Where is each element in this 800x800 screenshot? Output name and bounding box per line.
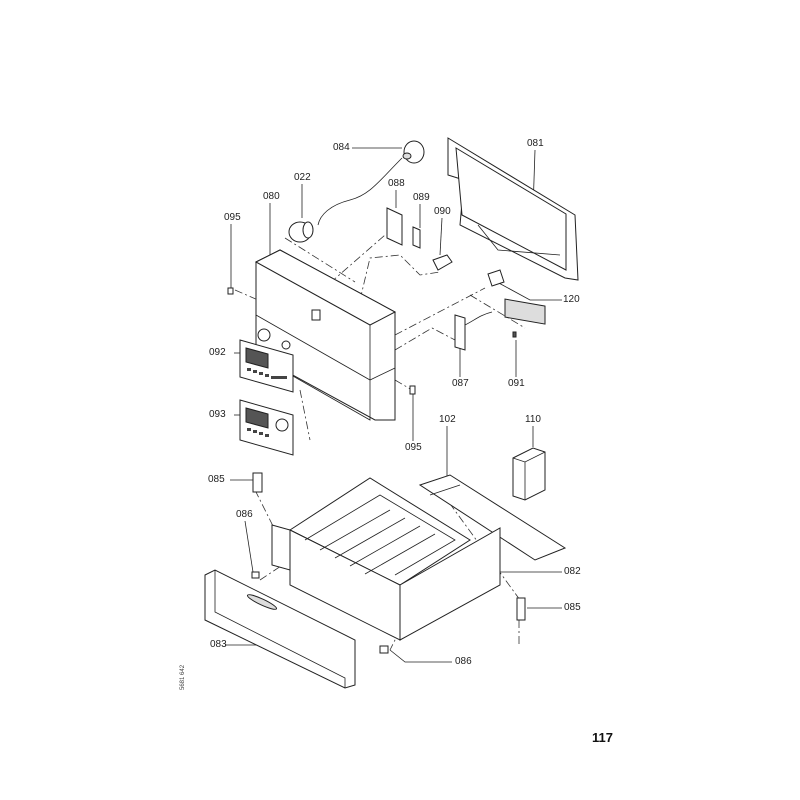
label-085-left: 085 <box>208 474 225 485</box>
label-083: 083 <box>210 639 227 650</box>
part-110-module <box>512 447 546 501</box>
label-087: 087 <box>452 378 469 389</box>
label-091: 091 <box>508 378 525 389</box>
label-084: 084 <box>333 142 350 153</box>
part-091-fuse <box>512 331 517 338</box>
label-095-top: 095 <box>224 212 241 223</box>
part-090-connector <box>432 254 453 271</box>
label-093: 093 <box>209 409 226 420</box>
label-082: 082 <box>564 566 581 577</box>
label-120: 120 <box>563 294 580 305</box>
part-083-front-cover <box>204 569 356 689</box>
page-number: 117 <box>592 730 613 745</box>
part-089-board <box>412 226 421 249</box>
drawing-code: 5681 642 <box>180 664 186 690</box>
label-088: 088 <box>388 178 405 189</box>
part-086-clip-left <box>251 571 260 579</box>
part-082-base-frame <box>271 477 501 641</box>
label-081: 081 <box>527 138 544 149</box>
part-086-clip-right <box>379 645 389 654</box>
label-022: 022 <box>294 172 311 183</box>
part-095-clip-bottom <box>409 385 416 395</box>
label-102: 102 <box>439 414 456 425</box>
part-093-control-panel <box>239 399 294 456</box>
label-086-left: 086 <box>236 509 253 520</box>
label-085-right: 085 <box>564 602 581 613</box>
label-095-bottom: 095 <box>405 442 422 453</box>
label-090: 090 <box>434 206 451 217</box>
label-092: 092 <box>209 347 226 358</box>
part-088-board <box>386 207 403 246</box>
part-120-connector <box>487 269 505 287</box>
part-084-sensor <box>317 140 425 226</box>
label-086-right: 086 <box>455 656 472 667</box>
part-092-control-panel <box>239 339 294 393</box>
part-085-hinge-left <box>252 472 263 493</box>
part-081-back-cover <box>447 137 579 325</box>
part-087-cable-board <box>454 311 493 351</box>
part-022-sensor <box>288 221 314 243</box>
label-110: 110 <box>525 414 541 425</box>
part-085-hinge-right <box>516 597 526 621</box>
label-080: 080 <box>263 191 280 202</box>
part-080-control-housing <box>254 249 397 421</box>
label-089: 089 <box>413 192 430 203</box>
part-095-clip-top <box>227 287 234 295</box>
